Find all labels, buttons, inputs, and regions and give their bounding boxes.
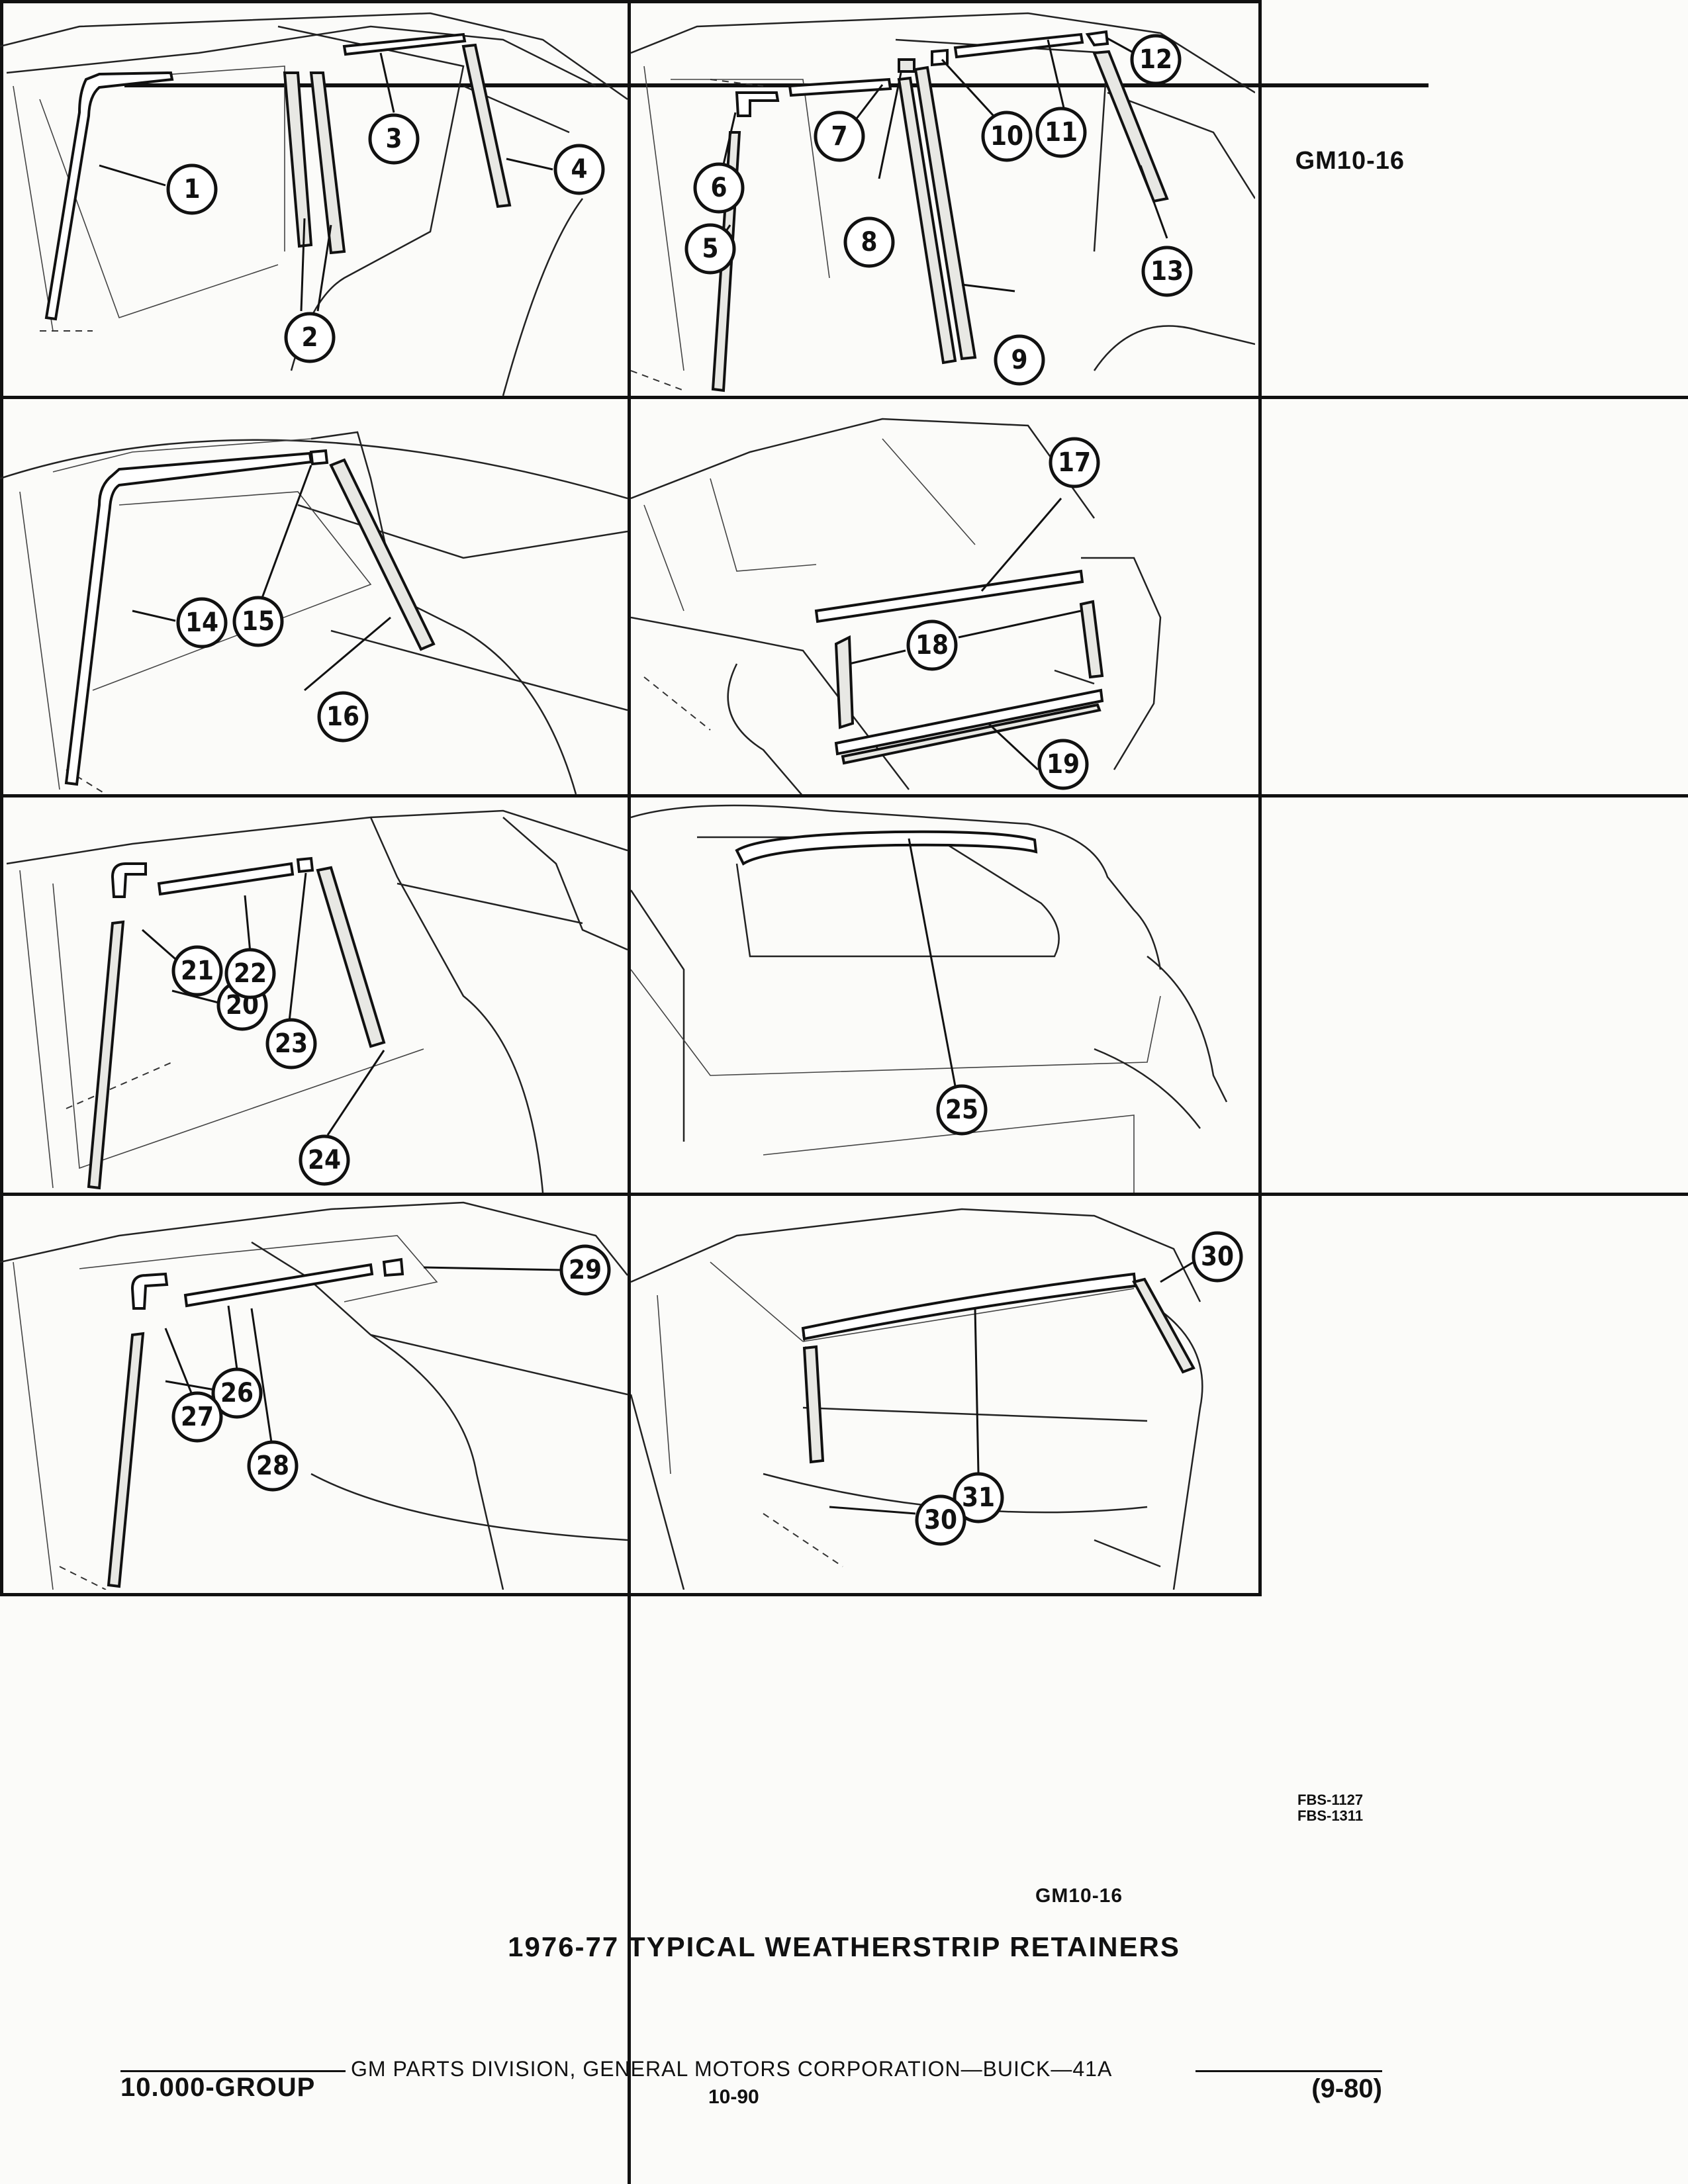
svg-text:28: 28	[256, 1451, 289, 1481]
callout-29: 29	[559, 1244, 611, 1296]
callout-21: 21	[171, 945, 223, 997]
panel-7-door-frame-retainers: 26 27 28 29	[0, 1196, 628, 1590]
callout-2: 2	[284, 312, 336, 363]
callout-1: 1	[166, 163, 218, 215]
callout-4: 4	[553, 144, 605, 195]
callout-27: 27	[171, 1391, 223, 1443]
panel-4-drawing: 17 18 19	[631, 418, 1162, 794]
panel-5-drawing: 20 21 22 23 24	[6, 809, 628, 1193]
callout-30-left: 30	[915, 1494, 966, 1546]
source-code-2: FBS-1311	[1297, 1807, 1364, 1824]
panel-8-drawing: 30 31 30	[631, 1208, 1243, 1590]
callout-25: 25	[936, 1084, 988, 1136]
svg-text:15: 15	[242, 606, 275, 637]
callout-10: 10	[981, 111, 1033, 162]
svg-text:4: 4	[571, 154, 587, 185]
figure-title: 1976-77 TYPICAL WEATHERSTRIP RETAINERS	[508, 1931, 1180, 1962]
callout-11: 11	[1035, 107, 1087, 158]
callout-19: 19	[1037, 739, 1089, 790]
panel-8-liftgate-retainers: 30 31 30	[631, 1196, 1255, 1590]
svg-text:7: 7	[831, 121, 847, 152]
panel-6-liftgate-retainer: 25	[631, 797, 1255, 1193]
svg-text:29: 29	[569, 1255, 602, 1285]
callout-14: 14	[176, 597, 228, 649]
panel-3-drawing: 14 15 16	[0, 431, 628, 794]
callout-22: 22	[224, 948, 276, 999]
svg-text:6: 6	[710, 173, 727, 203]
footer-date: (9-80)	[1311, 2074, 1382, 2103]
footer-group: 10.000-GROUP	[120, 2073, 316, 2102]
callout-8: 8	[843, 216, 895, 268]
svg-text:10: 10	[990, 121, 1023, 152]
svg-text:25: 25	[945, 1095, 978, 1125]
callout-24: 24	[299, 1134, 350, 1186]
figure-code: GM10-16	[1035, 1885, 1123, 1907]
callout-30-right: 30	[1192, 1231, 1243, 1283]
svg-text:1: 1	[183, 174, 200, 205]
svg-text:17: 17	[1058, 447, 1091, 478]
svg-text:22: 22	[234, 958, 267, 989]
panel-6-drawing: 25	[631, 804, 1228, 1193]
callout-17: 17	[1049, 437, 1100, 488]
svg-text:26: 26	[220, 1378, 254, 1408]
callout-15: 15	[232, 596, 284, 647]
svg-text:30: 30	[924, 1505, 957, 1535]
callout-9: 9	[994, 334, 1045, 386]
callout-26: 26	[211, 1367, 263, 1419]
callout-31: 31	[953, 1472, 1004, 1524]
footer-right-rule	[1196, 2070, 1382, 2072]
footer-division-line: GM PARTS DIVISION, GENERAL MOTORS CORPOR…	[351, 2057, 1113, 2081]
svg-text:30: 30	[1201, 1242, 1234, 1272]
callout-12: 12	[1130, 34, 1182, 85]
panel-1-drawing: 1 2 3 4	[0, 12, 628, 396]
panel-5-door-frame-retainers: 20 21 22 23 24	[0, 797, 628, 1193]
source-codes: FBS-1127 FBS-1311	[1297, 1792, 1363, 1824]
callout-5: 5	[684, 223, 736, 275]
panel-7-drawing: 26 27 28 29	[0, 1201, 628, 1590]
callout-13: 13	[1141, 246, 1193, 297]
svg-text:13: 13	[1150, 256, 1184, 287]
svg-text:24: 24	[308, 1145, 341, 1175]
panel-2-drawing: 5 6 7 8 9 10 11 12 13	[631, 12, 1255, 392]
svg-text:31: 31	[962, 1482, 995, 1513]
svg-text:5: 5	[702, 234, 718, 264]
svg-text:2: 2	[301, 322, 318, 353]
svg-text:12: 12	[1139, 44, 1172, 75]
svg-text:21: 21	[181, 956, 214, 986]
footer-left-rule	[120, 2070, 346, 2072]
callout-23: 23	[265, 1018, 317, 1069]
callout-18: 18	[906, 619, 958, 671]
callout-7: 7	[814, 111, 865, 162]
callout-16: 16	[317, 691, 369, 743]
page-code: GM10-16	[1295, 147, 1405, 175]
svg-text:3: 3	[385, 124, 402, 154]
svg-text:19: 19	[1047, 749, 1080, 780]
callout-6: 6	[693, 162, 745, 214]
footer-page-number: 10-90	[708, 2086, 759, 2108]
panel-2-door-frame-retainers: 5 6 7 8 9 10 11 12 13	[631, 0, 1255, 396]
svg-text:16: 16	[326, 702, 359, 732]
panel-4-liftgate-retainers: 17 18 19	[631, 399, 1255, 794]
callout-28: 28	[247, 1440, 299, 1492]
svg-text:27: 27	[181, 1402, 214, 1432]
svg-text:9: 9	[1011, 345, 1027, 375]
panel-3-door-frame-retainers: 14 15 16	[0, 399, 628, 794]
top-rule	[124, 83, 1429, 87]
svg-text:8: 8	[861, 227, 877, 257]
svg-text:11: 11	[1045, 117, 1078, 148]
svg-text:23: 23	[275, 1028, 308, 1059]
panel-1-door-frame-retainers: 1 2 3 4	[0, 0, 628, 396]
svg-text:14: 14	[185, 608, 218, 638]
svg-text:18: 18	[915, 630, 949, 660]
source-code-1: FBS-1127	[1297, 1792, 1364, 1808]
callout-3: 3	[368, 113, 420, 165]
